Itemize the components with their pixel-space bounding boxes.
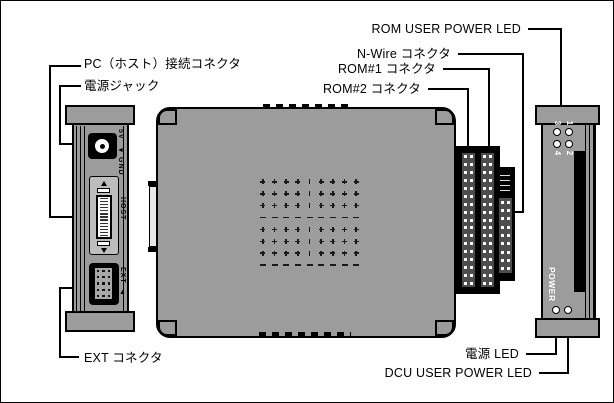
rom-led-number-3: 3	[553, 120, 562, 126]
panel-ribbing	[585, 125, 587, 318]
left-panel-top-cap	[65, 105, 135, 125]
host-connector	[89, 176, 119, 255]
panel-ribbing	[76, 126, 78, 311]
leader-line	[59, 356, 79, 358]
power-marking: POWER	[547, 267, 557, 302]
right-panel-body	[541, 123, 596, 320]
right-panel-bottom-cap	[535, 318, 600, 338]
label-dcu-user-power-led: DCU USER POWER LED	[384, 366, 532, 380]
leader-line	[522, 53, 524, 213]
jack-polarity-icon: ◄	[117, 147, 124, 155]
leader-line	[49, 216, 89, 218]
corner-foot	[158, 320, 177, 336]
rom2-connector-strip	[462, 153, 475, 287]
leader-line	[488, 68, 490, 149]
side-slot	[574, 151, 585, 292]
panel-ribbing	[593, 125, 595, 318]
host-connector-key-bottom	[101, 248, 107, 253]
jack-gnd-marking: GND	[117, 157, 124, 176]
label-rom2-connector: ROM#2 コネクタ	[322, 82, 421, 96]
nwire-connector-strip	[499, 198, 512, 273]
leader-line	[539, 372, 569, 374]
leader-line	[428, 88, 469, 90]
rom-user-power-led-3	[553, 128, 561, 136]
power-jack-barrel	[95, 139, 109, 153]
host-connector-latch-top	[97, 188, 110, 193]
host-protrusion	[149, 186, 157, 247]
vent-slots-top	[263, 104, 353, 109]
rom-led-number-4: 4	[553, 150, 562, 156]
power-jack-pin	[99, 143, 105, 149]
panel-ribbing	[589, 125, 591, 318]
corner-foot	[158, 109, 177, 125]
vent-slots-bottom	[259, 332, 351, 337]
ext-connector	[89, 263, 119, 305]
dcu-user-power-led	[564, 306, 572, 314]
panel-ribbing	[80, 126, 82, 311]
leader-line	[443, 68, 490, 70]
power-jack	[88, 133, 117, 159]
rom1-connector-strip	[481, 153, 494, 287]
power-led	[552, 306, 560, 314]
host-protrusion-tab	[148, 181, 156, 186]
vent-dot-grid	[257, 176, 362, 271]
host-connector-key-top	[101, 181, 107, 186]
ext-marking: EXT	[119, 267, 126, 284]
leader-line	[560, 28, 562, 127]
label-rom-user-power-led: ROM USER POWER LED	[371, 22, 521, 36]
host-protrusion-tab	[148, 247, 156, 252]
ext-connector-pins	[95, 268, 112, 299]
left-panel-bottom-cap	[65, 311, 135, 332]
jack-5v-marking: 5V	[117, 129, 124, 140]
label-rom1-connector: ROM#1 コネクタ	[337, 62, 436, 76]
label-power-jack: 電源ジャック	[84, 79, 160, 93]
leader-line	[49, 65, 51, 218]
leader-line	[526, 353, 557, 355]
host-connector-pins	[96, 195, 112, 239]
rom-user-power-led-2	[565, 140, 573, 148]
corner-foot	[435, 109, 454, 125]
rom-user-power-led-4	[553, 140, 561, 148]
label-pc-host-connector: PC（ホスト）接続コネクタ	[84, 57, 241, 71]
rom-user-power-led-1	[565, 128, 573, 136]
leader-line	[467, 88, 469, 149]
panel-ribbing	[84, 126, 86, 311]
leader-line	[458, 53, 524, 55]
leader-line	[528, 28, 562, 30]
leader-line	[567, 314, 569, 374]
panel-ribbing	[123, 126, 125, 311]
host-marking: HOST	[119, 197, 126, 221]
leader-line	[49, 65, 81, 67]
label-power-led: 電源 LED	[465, 347, 519, 361]
label-ext-connector: EXT コネクタ	[84, 351, 163, 365]
rom-led-number-1: 1	[565, 120, 574, 126]
corner-foot	[435, 320, 454, 336]
leader-line	[59, 287, 61, 358]
leader-line	[59, 85, 81, 87]
label-nwire-connector: N-Wire コネクタ	[356, 47, 451, 61]
host-connector-latch-bottom	[97, 241, 110, 246]
nwire-socket	[498, 173, 512, 193]
leader-line	[514, 211, 524, 213]
ext-pin1-arrow-icon: ▲	[119, 289, 126, 297]
rom-led-number-2: 2	[565, 150, 574, 156]
leader-line	[59, 85, 61, 145]
